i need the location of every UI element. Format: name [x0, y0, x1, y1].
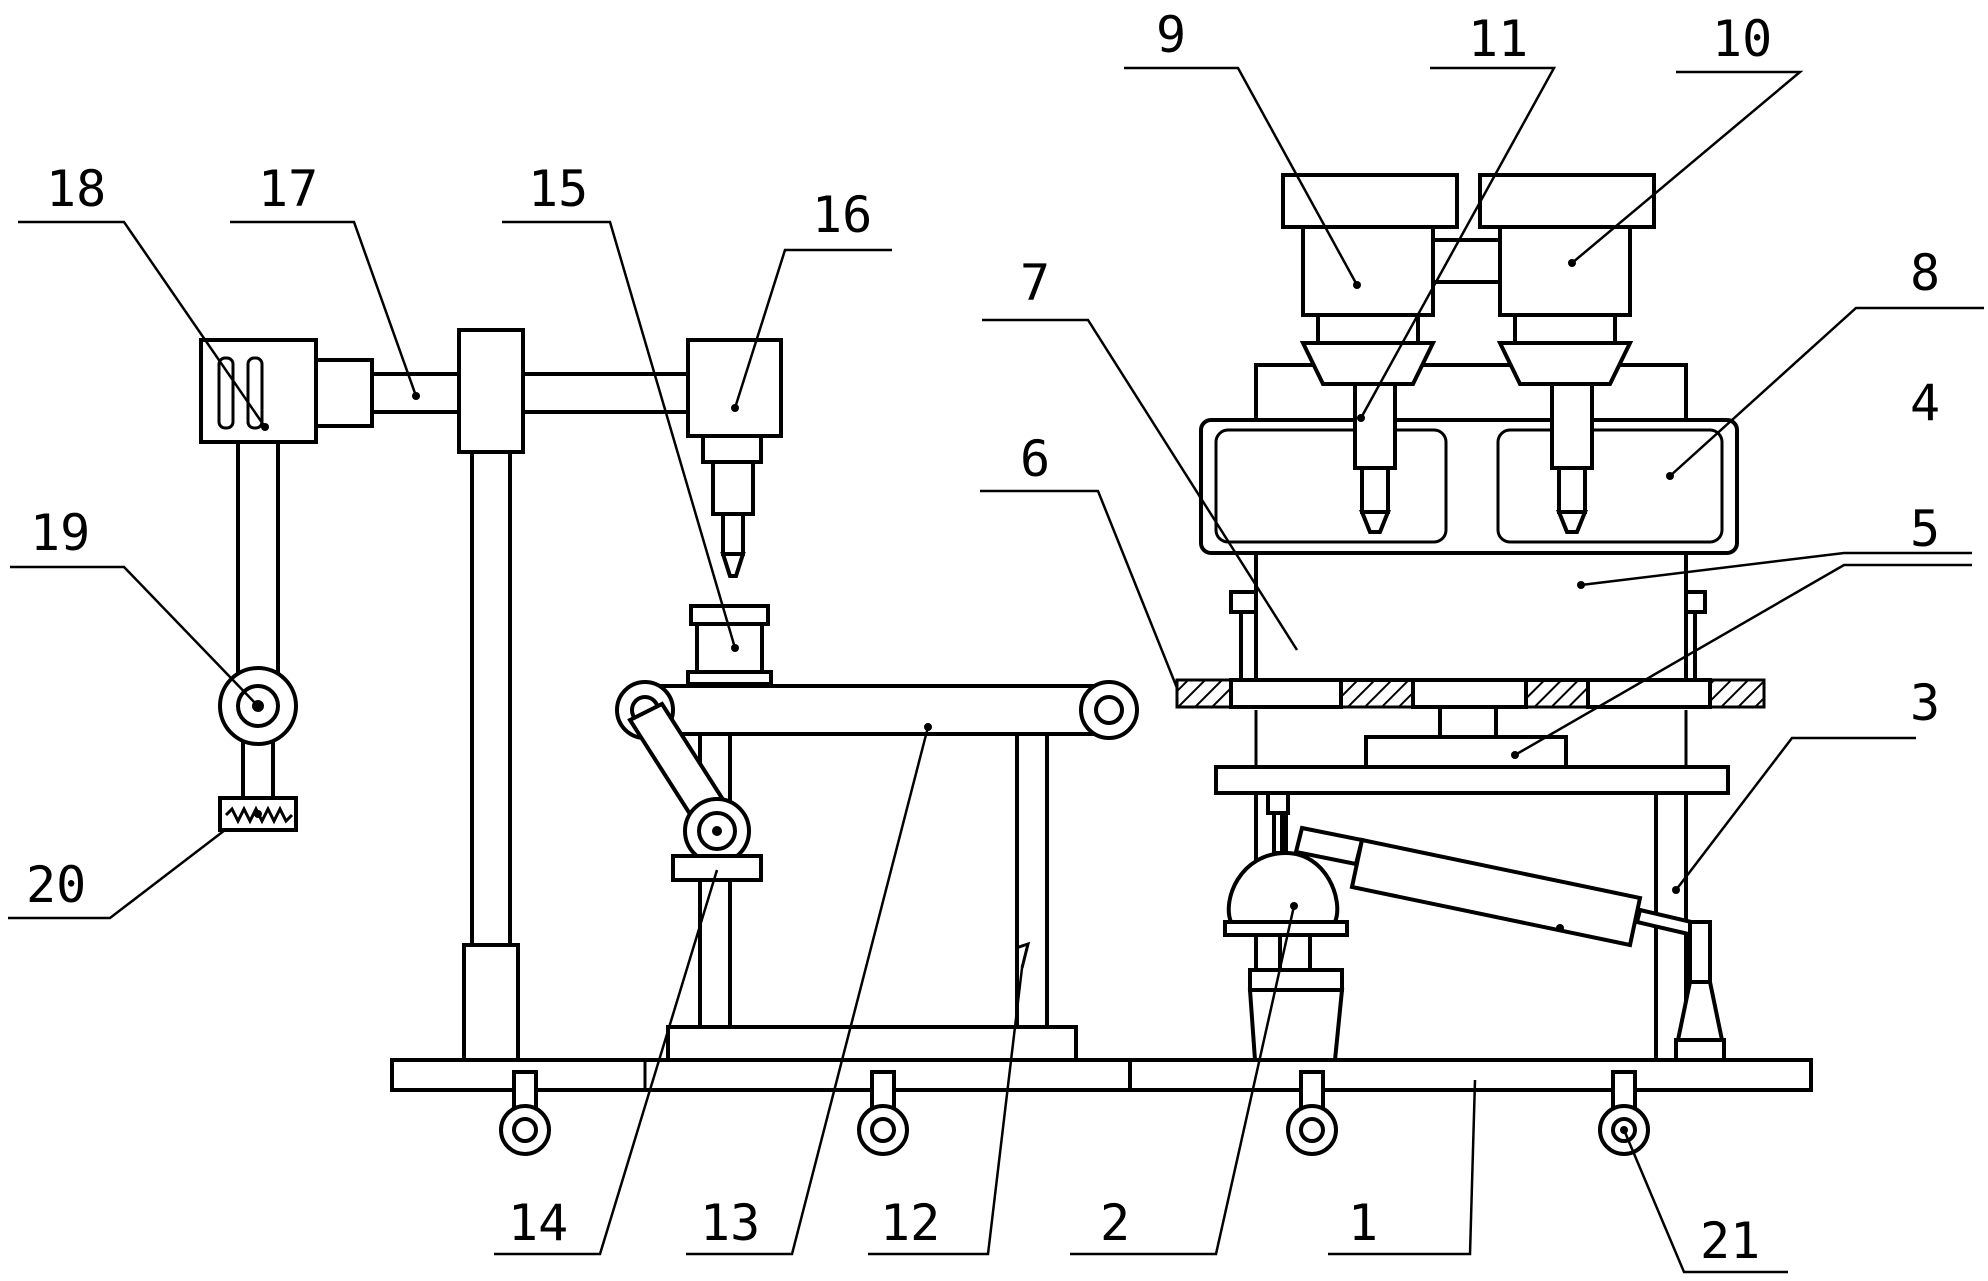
caster-wheel-1 [499, 1070, 551, 1156]
label-14: 14 [508, 1194, 568, 1252]
label-16: 16 [812, 186, 872, 244]
motor-2 [1223, 791, 1349, 1062]
hydraulic-cylinder [1293, 825, 1726, 1062]
label-1: 1 [1348, 1194, 1378, 1252]
brush-head-20 [218, 796, 298, 832]
label-12: 12 [880, 1194, 940, 1252]
leader-lines [8, 66, 1984, 1274]
hoppers-9-10 [1281, 173, 1656, 386]
conveyor-belt-13 [615, 680, 1139, 740]
label-20: 20 [26, 856, 86, 914]
turntable-6 [1175, 678, 1766, 709]
caster-wheel-3 [1286, 1070, 1338, 1156]
label-21: 21 [1700, 1212, 1760, 1270]
conveyor-frame-12 [666, 732, 1078, 1062]
hanging-rod [236, 440, 280, 802]
nozzles-11 [1353, 382, 1594, 534]
drive-link-14 [627, 701, 763, 882]
vertical-column [457, 328, 525, 1062]
label-4: 4 [1910, 374, 1940, 432]
label-9: 9 [1156, 6, 1186, 64]
label-15: 15 [528, 160, 588, 218]
press-head-16 [686, 338, 783, 578]
caster-wheels [499, 1070, 1650, 1156]
part-labels: 1 2 3 4 5 6 7 8 9 10 11 12 13 14 15 16 1… [26, 6, 1940, 1270]
label-17: 17 [258, 160, 318, 218]
label-5: 5 [1910, 500, 1940, 558]
caster-wheel-2 [857, 1070, 909, 1156]
housing-8 [1199, 363, 1739, 555]
label-11: 11 [1468, 10, 1528, 68]
base-plate [390, 1058, 1813, 1092]
label-18: 18 [46, 160, 106, 218]
label-3: 3 [1910, 674, 1940, 732]
label-6: 6 [1020, 430, 1050, 488]
motor-box-18 [199, 338, 318, 444]
label-8: 8 [1910, 244, 1940, 302]
label-13: 13 [700, 1194, 760, 1252]
platform-plate [1214, 765, 1730, 795]
base-block-5 [1364, 705, 1568, 769]
label-10: 10 [1712, 10, 1772, 68]
workpiece-15 [686, 604, 773, 686]
label-19: 19 [30, 504, 90, 562]
label-7: 7 [1020, 254, 1050, 312]
label-2: 2 [1100, 1194, 1130, 1252]
